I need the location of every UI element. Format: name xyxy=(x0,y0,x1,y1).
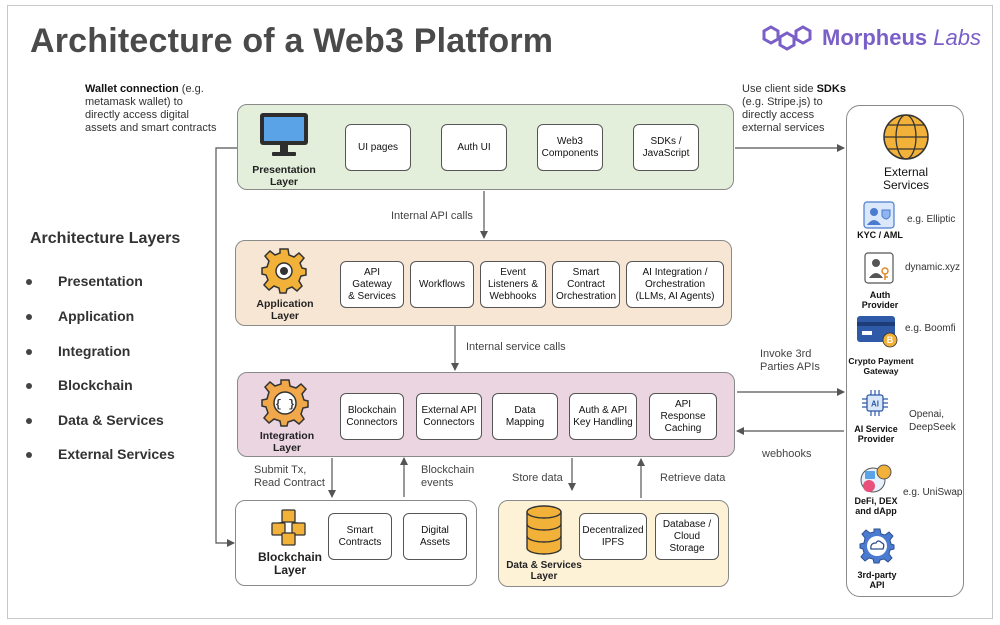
external-services-title: External Services xyxy=(882,165,929,192)
retrieve-data-label: Retrieve data xyxy=(660,472,726,484)
hexagons-logo-icon xyxy=(762,25,812,51)
ai-chip-icon: AI xyxy=(862,390,888,416)
application-layer-label: Application Layer xyxy=(256,298,314,322)
data-mapping-box: Data Mapping xyxy=(492,393,558,440)
legend-item-application: Application xyxy=(26,308,134,324)
integration-layer-label: Integration Layer xyxy=(259,430,315,454)
event-listeners-box: Event Listeners & Webhooks xyxy=(480,261,546,308)
presentation-layer: Presentation Layer UI pages Auth UI Web3… xyxy=(237,104,734,190)
sdks-javascript-box: SDKs / JavaScript xyxy=(633,124,699,171)
application-layer: Application Layer API Gateway & Services… xyxy=(235,240,732,326)
internal-api-label: Internal API calls xyxy=(391,210,473,222)
diagram-frame xyxy=(7,5,993,619)
wallet-connection-arrow xyxy=(215,147,237,547)
auth-api-key-box: Auth & API Key Handling xyxy=(569,393,637,440)
database-cloud-storage-box: Database / Cloud Storage xyxy=(655,513,719,560)
crypto-payment-note: e.g. Boomfi xyxy=(905,323,956,334)
external-services-panel: External Services KYC / AML e.g. Ellipti… xyxy=(846,105,964,597)
smart-contracts-box: Smart Contracts xyxy=(328,513,392,560)
submit-tx-label: Submit Tx, Read Contract xyxy=(254,464,325,489)
page-title: Architecture of a Web3 Platform xyxy=(30,22,554,60)
cloud-api-gear-icon xyxy=(859,528,895,564)
third-party-api-label: 3rd-party API xyxy=(857,570,897,590)
workflows-box: Workflows xyxy=(410,261,474,308)
data-services-layer-label: Data & Services Layer xyxy=(506,560,582,582)
crypto-payment-icon: B xyxy=(857,316,898,348)
invoke-api-label: Invoke 3rd Parties APIs xyxy=(760,348,820,373)
svg-text:{ }: { } xyxy=(275,399,295,411)
blockchain-layer-label: Blockchain Layer xyxy=(257,550,323,577)
legend-item-external-services: External Services xyxy=(26,446,175,462)
brand-logo: Morpheus Labs xyxy=(762,22,981,54)
auth-provider-note: dynamic.xyz xyxy=(905,262,961,273)
digital-assets-box: Digital Assets xyxy=(403,513,467,560)
auth-key-icon xyxy=(864,252,894,284)
ui-pages-box: UI pages xyxy=(345,124,411,171)
client-sdk-note: Use client side SDKs (e.g. Stripe.js) to… xyxy=(742,83,846,134)
cubes-icon xyxy=(271,509,306,546)
kyc-aml-label: KYC / AML xyxy=(857,230,903,240)
data-services-layer: Data & Services Layer Decentralized IPFS… xyxy=(498,500,729,587)
svg-text:AI: AI xyxy=(871,400,879,409)
code-gear-icon: { } xyxy=(261,379,309,427)
globe-icon xyxy=(883,114,929,160)
legend-item-integration: Integration xyxy=(26,343,130,359)
api-gateway-box: API Gateway & Services xyxy=(340,261,404,308)
auth-provider-label: Auth Provider xyxy=(861,290,899,310)
database-icon xyxy=(526,505,562,555)
web3-components-box: Web3 Components xyxy=(537,124,603,171)
monitor-icon xyxy=(260,113,308,156)
decentralized-ipfs-box: Decentralized IPFS xyxy=(579,513,647,560)
crypto-payment-label: Crypto Payment Gateway xyxy=(848,356,914,376)
legend-item-data-services: Data & Services xyxy=(26,412,164,428)
defi-label: DeFi, DEX and dApp xyxy=(854,496,898,516)
defi-note: e.g. UniSwap xyxy=(903,487,963,498)
wallet-connection-note: Wallet connection (e.g. metamask wallet)… xyxy=(85,83,217,134)
defi-icon xyxy=(860,464,892,493)
blockchain-layer: Blockchain Layer Smart Contracts Digital… xyxy=(235,500,477,586)
legend-item-blockchain: Blockchain xyxy=(26,377,133,393)
ai-integration-box: AI Integration / Orchestration (LLMs, AI… xyxy=(626,261,724,308)
api-response-caching-box: API Response Caching xyxy=(649,393,717,440)
legend-title: Architecture Layers xyxy=(30,230,181,247)
kyc-shield-icon xyxy=(863,201,895,229)
ai-service-note: Openai, DeepSeek xyxy=(909,409,956,433)
svg-text:B: B xyxy=(887,335,894,345)
integration-layer: { } Integration Layer Blockchain Connect… xyxy=(237,372,735,457)
external-api-connectors-box: External API Connectors xyxy=(416,393,482,440)
internal-service-label: Internal service calls xyxy=(466,341,566,353)
blockchain-events-label: Blockchain events xyxy=(421,464,475,489)
auth-ui-box: Auth UI xyxy=(441,124,507,171)
legend-item-presentation: Presentation xyxy=(26,273,143,289)
ai-service-label: AI Service Provider xyxy=(854,424,898,444)
brand-name: Morpheus Labs xyxy=(822,25,981,50)
gear-icon xyxy=(261,248,307,294)
kyc-aml-note: e.g. Elliptic xyxy=(907,214,956,225)
blockchain-connectors-box: Blockchain Connectors xyxy=(340,393,404,440)
smart-contract-orchestration-box: Smart Contract Orchestration xyxy=(552,261,620,308)
store-data-label: Store data xyxy=(512,472,563,484)
presentation-layer-label: Presentation Layer xyxy=(252,164,316,188)
webhooks-label: webhooks xyxy=(762,448,812,460)
